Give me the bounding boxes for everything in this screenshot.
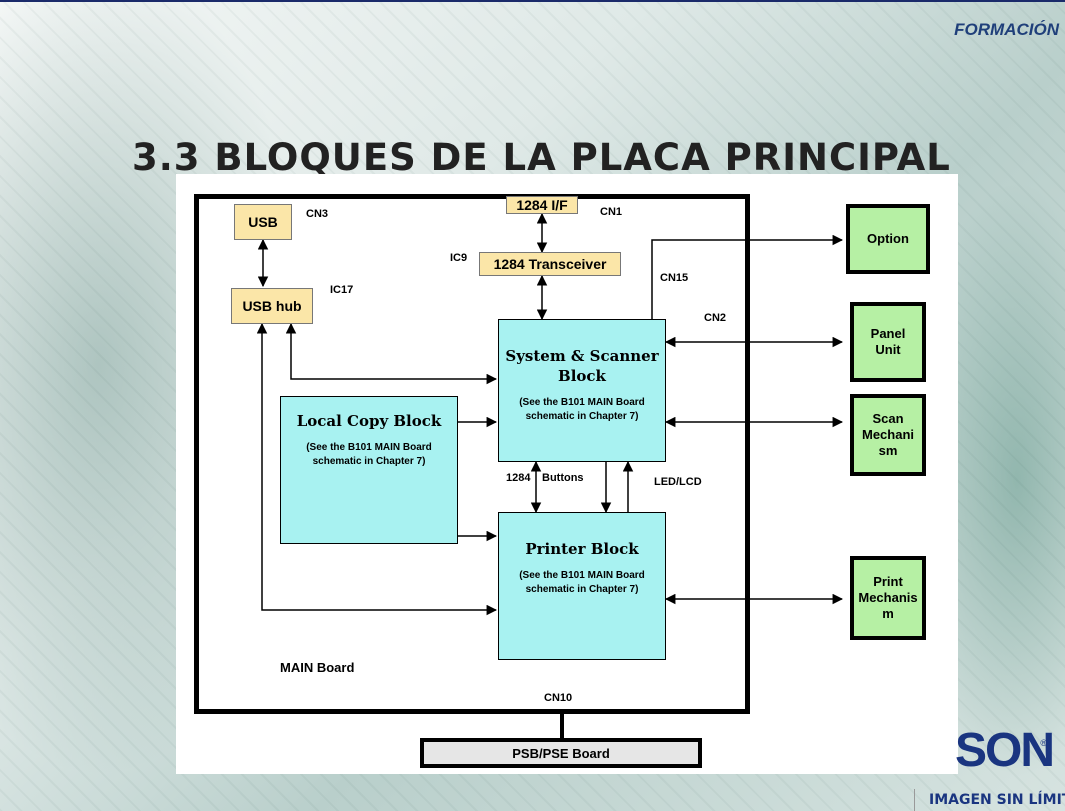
main-board-frame bbox=[194, 194, 750, 714]
label-cn3: CN3 bbox=[306, 208, 329, 220]
system-block-note: (See the B101 MAIN Board schematic in Ch… bbox=[519, 397, 645, 422]
panel-unit-block: Panel Unit bbox=[850, 302, 926, 382]
label-cn15: CN15 bbox=[660, 272, 689, 284]
label-1284: 1284 bbox=[506, 472, 531, 484]
if1284-block: 1284 I/F bbox=[506, 196, 578, 214]
label-ledlcd: LED/LCD bbox=[654, 476, 702, 488]
label-cn10: CN10 bbox=[544, 692, 573, 704]
printer-block: Printer Block (See the B101 MAIN Board s… bbox=[498, 512, 666, 660]
label-cn2: CN2 bbox=[704, 312, 727, 324]
printer-block-title: Printer Block bbox=[525, 540, 639, 558]
main-board-label: MAIN Board bbox=[280, 660, 355, 675]
brand-header: FORMACIÓN bbox=[954, 20, 1059, 39]
psb-pse-board: PSB/PSE Board bbox=[420, 738, 702, 768]
top-rule bbox=[0, 0, 1065, 2]
system-scanner-block: System & Scanner Block (See the B101 MAI… bbox=[498, 319, 666, 462]
label-buttons: Buttons bbox=[542, 472, 584, 484]
label-ic17: IC17 bbox=[330, 284, 354, 296]
label-cn1: CN1 bbox=[600, 206, 623, 218]
transceiver-block: 1284 Transceiver bbox=[479, 252, 621, 276]
brand-logo: SON bbox=[954, 724, 1055, 777]
system-block-title: System & Scanner Block bbox=[505, 347, 659, 385]
wire-system-option bbox=[651, 234, 844, 319]
printer-block-note: (See the B101 MAIN Board schematic in Ch… bbox=[519, 570, 645, 595]
label-ic9: IC9 bbox=[450, 252, 468, 264]
wire-hub-system bbox=[285, 322, 498, 385]
local-copy-block: Local Copy Block (See the B101 MAIN Boar… bbox=[280, 396, 458, 544]
connection-wires bbox=[256, 212, 844, 738]
brand-tagline: IMAGEN SIN LÍMITES bbox=[929, 792, 1065, 808]
print-mechanism-block: Print Mechanis m bbox=[850, 556, 926, 640]
option-block: Option bbox=[846, 204, 930, 274]
usb-connector-block: USB bbox=[234, 204, 292, 240]
slide-title: 3.3 BLOQUES DE LA PLACA PRINCIPAL bbox=[132, 136, 951, 179]
local-copy-title: Local Copy Block bbox=[296, 412, 442, 430]
scan-mechanism-block: Scan Mechani sm bbox=[850, 394, 926, 476]
local-copy-note: (See the B101 MAIN Board schematic in Ch… bbox=[306, 442, 432, 467]
usb-hub-block: USB hub bbox=[231, 288, 313, 324]
registered-mark: ® bbox=[1040, 738, 1047, 748]
tagline-divider bbox=[914, 789, 1065, 811]
diagram-canvas: USB USB hub 1284 I/F 1284 Transceiver Sy… bbox=[176, 174, 958, 774]
wire-hub-printer bbox=[256, 322, 498, 616]
